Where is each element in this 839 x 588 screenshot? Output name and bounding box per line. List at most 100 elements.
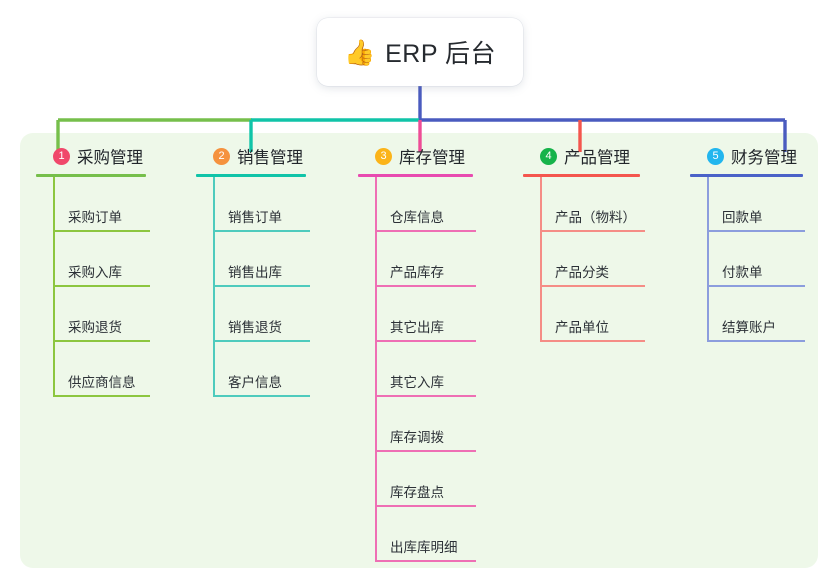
leaf-label: 付款单 xyxy=(722,265,763,281)
leaf-label: 产品（物料） xyxy=(555,210,636,226)
branch-column-2: 2 销售管理销售订单销售出库销售退货客户信息 xyxy=(196,142,310,397)
leaf-label: 采购退货 xyxy=(68,320,122,336)
leaf-label: 供应商信息 xyxy=(68,375,136,391)
branch-panel-background xyxy=(20,133,818,568)
branch-leaf-list: 采购订单采购入库采购退货供应商信息 xyxy=(36,176,150,397)
branch-spine xyxy=(375,176,377,562)
leaf-item[interactable]: 其它出库 xyxy=(375,287,476,342)
leaf-label: 采购入库 xyxy=(68,265,122,281)
leaf-underline xyxy=(375,230,476,232)
leaf-label: 产品库存 xyxy=(390,265,444,281)
leaf-label: 其它出库 xyxy=(390,320,444,336)
leaf-underline xyxy=(375,285,476,287)
leaf-item[interactable]: 结算账户 xyxy=(707,287,805,342)
leaf-underline xyxy=(53,230,150,232)
branch-spine xyxy=(213,176,215,397)
leaf-underline xyxy=(540,230,645,232)
branch-title: 财务管理 xyxy=(731,149,797,167)
leaf-underline xyxy=(375,340,476,342)
leaf-item[interactable]: 回款单 xyxy=(707,177,805,232)
leaf-label: 出库库明细 xyxy=(390,540,458,556)
branch-title: 产品管理 xyxy=(564,149,630,167)
leaf-label: 销售出库 xyxy=(228,265,282,281)
branch-number-badge: 4 xyxy=(540,147,557,165)
root-title: ERP 后台 xyxy=(385,40,497,68)
leaf-label: 其它入库 xyxy=(390,375,444,391)
leaf-item[interactable]: 产品（物料） xyxy=(540,177,645,232)
branch-number-badge: 2 xyxy=(213,147,230,165)
branch-title: 销售管理 xyxy=(237,149,303,167)
leaf-underline xyxy=(540,285,645,287)
leaf-item[interactable]: 付款单 xyxy=(707,232,805,287)
leaf-underline xyxy=(707,285,805,287)
root-node[interactable]: 👍 ERP 后台 xyxy=(317,18,523,86)
leaf-label: 库存调拨 xyxy=(390,430,444,446)
leaf-underline xyxy=(375,505,476,507)
branch-header-4[interactable]: 4 产品管理 xyxy=(523,142,640,170)
branch-title: 库存管理 xyxy=(399,149,465,167)
leaf-item[interactable]: 库存盘点 xyxy=(375,452,476,507)
branch-leaf-list: 仓库信息产品库存其它出库其它入库库存调拨库存盘点出库库明细 xyxy=(358,176,476,562)
leaf-label: 回款单 xyxy=(722,210,763,226)
leaf-underline xyxy=(375,560,476,562)
branch-leaf-list: 回款单付款单结算账户 xyxy=(690,176,805,342)
leaf-label: 结算账户 xyxy=(722,320,776,336)
leaf-item[interactable]: 销售订单 xyxy=(213,177,310,232)
leaf-item[interactable]: 客户信息 xyxy=(213,342,310,397)
branch-underline xyxy=(523,174,640,177)
leaf-item[interactable]: 采购退货 xyxy=(53,287,150,342)
leaf-item[interactable]: 采购入库 xyxy=(53,232,150,287)
branch-underline xyxy=(690,174,803,177)
branch-column-5: 5 财务管理回款单付款单结算账户 xyxy=(690,142,805,342)
leaf-underline xyxy=(53,340,150,342)
branch-leaf-list: 产品（物料） 产品分类产品单位 xyxy=(523,176,645,342)
leaf-underline xyxy=(707,230,805,232)
leaf-label: 客户信息 xyxy=(228,375,282,391)
branch-underline xyxy=(358,174,473,177)
branch-underline xyxy=(36,174,146,177)
branch-column-4: 4 产品管理产品（物料） 产品分类产品单位 xyxy=(523,142,645,342)
leaf-label: 产品分类 xyxy=(555,265,609,281)
leaf-item[interactable]: 仓库信息 xyxy=(375,177,476,232)
leaf-underline xyxy=(213,340,310,342)
branch-number-badge: 5 xyxy=(707,147,724,165)
leaf-underline xyxy=(213,230,310,232)
leaf-label: 采购订单 xyxy=(68,210,122,226)
leaf-underline xyxy=(707,340,805,342)
branch-header-3[interactable]: 3 库存管理 xyxy=(358,142,473,170)
leaf-label: 仓库信息 xyxy=(390,210,444,226)
branch-column-3: 3 库存管理仓库信息产品库存其它出库其它入库库存调拨库存盘点出库库明细 xyxy=(358,142,476,562)
leaf-item[interactable]: 出库库明细 xyxy=(375,507,476,562)
leaf-item[interactable]: 产品库存 xyxy=(375,232,476,287)
leaf-underline xyxy=(53,285,150,287)
branch-spine xyxy=(707,176,709,342)
leaf-label: 产品单位 xyxy=(555,320,609,336)
branch-underline xyxy=(196,174,306,177)
leaf-label: 库存盘点 xyxy=(390,485,444,501)
leaf-item[interactable]: 销售出库 xyxy=(213,232,310,287)
branch-number-badge: 3 xyxy=(375,147,392,165)
leaf-item[interactable]: 产品单位 xyxy=(540,287,645,342)
thumbs-up-emoji: 👍 xyxy=(343,38,376,67)
branch-title: 采购管理 xyxy=(77,149,143,167)
leaf-item[interactable]: 供应商信息 xyxy=(53,342,150,397)
branch-header-5[interactable]: 5 财务管理 xyxy=(690,142,803,170)
leaf-underline xyxy=(540,340,645,342)
branch-leaf-list: 销售订单销售出库销售退货客户信息 xyxy=(196,176,310,397)
leaf-underline xyxy=(213,285,310,287)
branch-spine xyxy=(540,176,542,342)
leaf-label: 销售退货 xyxy=(228,320,282,336)
leaf-item[interactable]: 其它入库 xyxy=(375,342,476,397)
leaf-item[interactable]: 产品分类 xyxy=(540,232,645,287)
leaf-item[interactable]: 采购订单 xyxy=(53,177,150,232)
leaf-underline xyxy=(53,395,150,397)
leaf-item[interactable]: 库存调拨 xyxy=(375,397,476,452)
leaf-item[interactable]: 销售退货 xyxy=(213,287,310,342)
branch-header-2[interactable]: 2 销售管理 xyxy=(196,142,306,170)
leaf-underline xyxy=(375,450,476,452)
leaf-label: 销售订单 xyxy=(228,210,282,226)
